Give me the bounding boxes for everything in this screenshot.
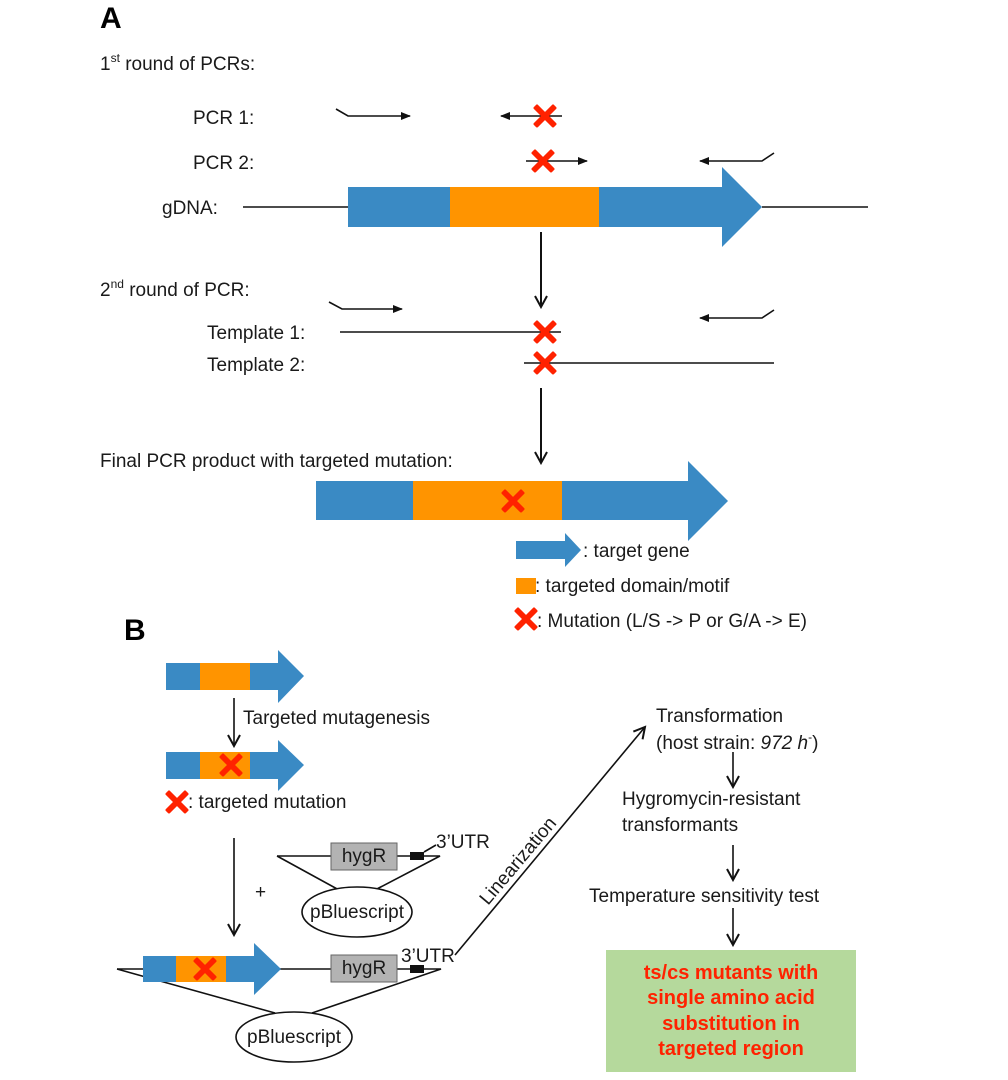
hygromycin-line2: transformants <box>622 815 738 836</box>
legend: : target gene : targeted domain/motif : … <box>514 533 807 632</box>
result-line-4: targeted region <box>658 1038 804 1060</box>
construct-plasmid <box>116 943 442 1063</box>
wildtype-gene-arrow <box>166 650 304 703</box>
host-strain-label: (host strain: 972 h-) <box>656 730 818 754</box>
legend-target-gene: : target gene <box>583 541 690 562</box>
hygr-plasmid <box>276 842 441 938</box>
utr-label: 3’UTR <box>401 946 455 967</box>
pcr2-label: PCR 2: <box>193 153 254 174</box>
utr-element <box>410 852 424 860</box>
gdna-gene-arrow <box>348 167 762 247</box>
legend-mutation: : Mutation (L/S -> P or G/A -> E) <box>537 611 807 632</box>
panel-b-label: B <box>124 614 146 647</box>
plasmid-label: pBluescript <box>247 1027 342 1048</box>
hygr-marker <box>330 954 398 983</box>
legend-targeted-domain: : targeted domain/motif <box>535 576 730 597</box>
legend-domain-swatch <box>516 578 536 594</box>
utr-label: 3’UTR <box>436 832 490 853</box>
round2-reverse-primer <box>699 309 775 322</box>
pcr1-label: PCR 1: <box>193 108 254 129</box>
result-box <box>606 950 856 1072</box>
linearization-arrow-icon <box>454 727 645 956</box>
hygromycin-line1: Hygromycin-resistant <box>622 789 801 810</box>
targeted-mutation-legend: : targeted mutation <box>188 792 346 813</box>
template1-label: Template 1: <box>207 323 305 344</box>
legend-mutation-x-icon <box>514 607 538 631</box>
pcr1-forward-primer <box>335 108 411 120</box>
legend-mutation-x-icon <box>165 790 189 814</box>
ts-test-label: Temperature sensitivity test <box>589 886 820 907</box>
result-line-3: substitution in <box>662 1013 800 1035</box>
round2-forward-primer <box>328 301 403 313</box>
result-line-1: ts/cs mutants with <box>644 962 818 984</box>
panel-a-label: A <box>100 2 122 35</box>
utr-pointer <box>423 844 437 853</box>
pcr2-reverse-primer <box>699 152 775 165</box>
second-round-heading: 2nd round of PCR: <box>100 277 250 301</box>
first-round-heading: 1st round of PCRs: <box>100 51 255 75</box>
plus-sign: + <box>255 882 266 903</box>
gdna-label: gDNA: <box>162 198 218 219</box>
transformation-label: Transformation <box>656 706 783 727</box>
hygr-label: hygR <box>342 958 386 979</box>
final-product-gene-arrow <box>316 461 728 541</box>
hygr-label: hygR <box>342 846 386 867</box>
final-targeted-domain <box>413 481 562 520</box>
utr-element <box>410 965 424 973</box>
result-line-2: single amino acid <box>647 987 815 1009</box>
plasmid-label: pBluescript <box>310 902 405 923</box>
final-product-label: Final PCR product with targeted mutation… <box>100 451 453 472</box>
gdna-targeted-domain <box>450 187 599 227</box>
template2-label: Template 2: <box>207 355 305 376</box>
legend-gene-arrow-icon <box>516 533 581 567</box>
hygr-marker <box>330 842 398 871</box>
linearization-label: Linearization <box>476 813 561 909</box>
mutagenesis-label: Targeted mutagenesis <box>243 708 430 729</box>
